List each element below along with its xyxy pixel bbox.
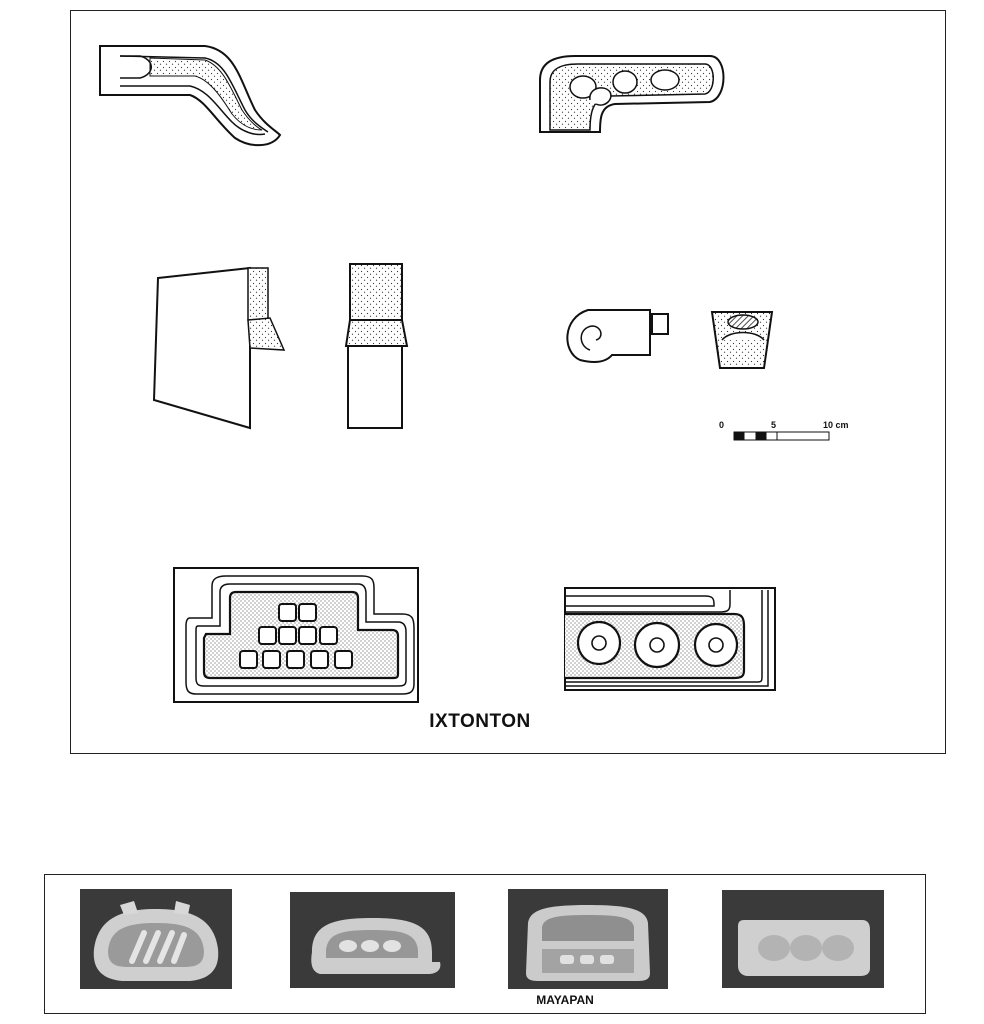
curved-flange-fragment <box>99 45 282 147</box>
cross-section-fragment <box>710 311 774 369</box>
spiral-handle-fragment <box>566 309 669 364</box>
scale-tick-0: 0 <box>719 420 725 430</box>
ring-panel-fragment <box>564 587 776 691</box>
circle-flange-fragment <box>539 55 725 133</box>
mayapan-photo-3 <box>508 889 668 989</box>
ixtonton-label: IXTONTON <box>429 711 531 732</box>
mayapan-photo-4 <box>722 890 884 988</box>
pyramid-panel-fragment <box>173 567 419 703</box>
mayapan-photo-1 <box>80 889 232 989</box>
scale-bar <box>733 431 830 441</box>
scale-tick-10: 10 cm <box>823 420 849 430</box>
leg-profile-fragment <box>152 266 286 430</box>
mayapan-label: MAYAPAN <box>536 993 594 1007</box>
leg-front-fragment <box>344 263 409 429</box>
mayapan-photo-2 <box>290 892 455 988</box>
scale-tick-5: 5 <box>771 420 777 430</box>
